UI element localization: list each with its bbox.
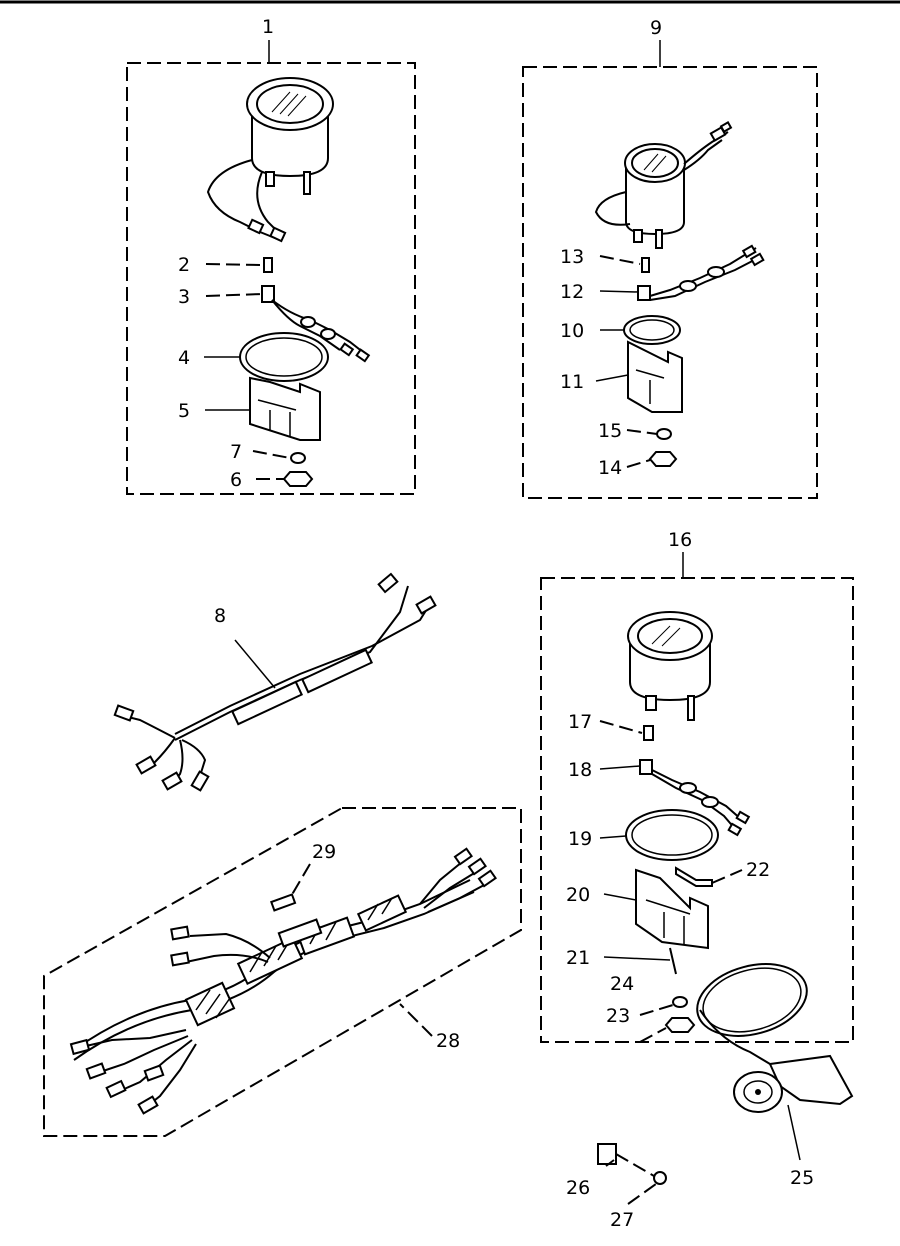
label-part-4: 4 bbox=[178, 347, 190, 369]
part-10-ring bbox=[623, 315, 681, 345]
leader-lines bbox=[204, 255, 801, 1205]
assembly-group-1 bbox=[126, 40, 416, 495]
label-part-12: 12 bbox=[560, 281, 584, 303]
label-part-15: 15 bbox=[598, 420, 622, 442]
label-part-28: 28 bbox=[436, 1030, 460, 1052]
part-11-bracket bbox=[627, 340, 683, 413]
label-part-5: 5 bbox=[178, 400, 190, 422]
part-25-pickup-tube bbox=[696, 963, 854, 1113]
part-15-washer bbox=[656, 428, 672, 440]
label-part-29: 29 bbox=[312, 841, 336, 863]
part-21-stud bbox=[669, 947, 677, 975]
label-part-24: 24 bbox=[610, 973, 634, 995]
label-part-20: 20 bbox=[566, 884, 590, 906]
label-part-16: 16 bbox=[668, 529, 692, 551]
part-number-labels: 1 2 3 4 5 7 6 9 13 12 10 11 15 14 8 16 1… bbox=[178, 16, 814, 1231]
label-part-1: 1 bbox=[262, 16, 274, 38]
group-28-boundary bbox=[43, 807, 522, 1137]
label-part-9: 9 bbox=[650, 17, 662, 39]
label-part-8: 8 bbox=[214, 605, 226, 627]
label-part-14: 14 bbox=[598, 457, 622, 479]
part-24-washer bbox=[672, 996, 688, 1008]
label-part-27: 27 bbox=[610, 1209, 634, 1231]
part-14-nut bbox=[648, 451, 678, 467]
label-part-13: 13 bbox=[560, 246, 584, 268]
part-18-socket-harness bbox=[639, 759, 751, 837]
gauge-16 bbox=[627, 611, 713, 721]
assembly-group-28 bbox=[43, 807, 522, 1137]
part-13-bulb bbox=[641, 257, 650, 273]
label-part-10: 10 bbox=[560, 320, 584, 342]
label-part-22: 22 bbox=[746, 859, 770, 881]
label-part-18: 18 bbox=[568, 759, 592, 781]
label-part-17: 17 bbox=[568, 711, 592, 733]
gauge-1 bbox=[206, 77, 334, 243]
part-19-ring bbox=[625, 809, 719, 861]
label-part-3: 3 bbox=[178, 286, 190, 308]
part-5-bracket bbox=[249, 376, 321, 441]
assembly-group-16 bbox=[540, 552, 854, 1113]
part-6-nut bbox=[282, 471, 314, 487]
part-27-screw bbox=[653, 1171, 667, 1185]
part-2-bulb bbox=[263, 257, 273, 273]
group-16-boundary bbox=[540, 577, 854, 1043]
label-part-21: 21 bbox=[566, 947, 590, 969]
label-part-2: 2 bbox=[178, 254, 190, 276]
assembly-group-9 bbox=[522, 40, 818, 499]
part-7-washer bbox=[290, 452, 306, 464]
label-part-25: 25 bbox=[790, 1167, 814, 1189]
part-22-clip bbox=[675, 866, 713, 887]
part-29-fuse bbox=[270, 893, 297, 912]
label-part-11: 11 bbox=[560, 371, 584, 393]
gauge-9 bbox=[594, 121, 733, 249]
part-17-bulb bbox=[643, 725, 654, 741]
label-part-26: 26 bbox=[566, 1177, 590, 1199]
part-12-socket-harness bbox=[637, 244, 765, 301]
part-3-socket-harness bbox=[261, 285, 371, 363]
label-part-6: 6 bbox=[230, 469, 242, 491]
label-part-19: 19 bbox=[568, 828, 592, 850]
group-9-boundary bbox=[522, 66, 818, 499]
part-23-nut bbox=[664, 1017, 696, 1033]
group-1-boundary bbox=[126, 62, 416, 495]
part-8-wire-harness bbox=[113, 572, 437, 792]
label-part-7: 7 bbox=[230, 441, 242, 463]
part-4-ring bbox=[239, 332, 329, 382]
label-part-23: 23 bbox=[606, 1005, 630, 1027]
part-20-bracket bbox=[635, 868, 709, 950]
